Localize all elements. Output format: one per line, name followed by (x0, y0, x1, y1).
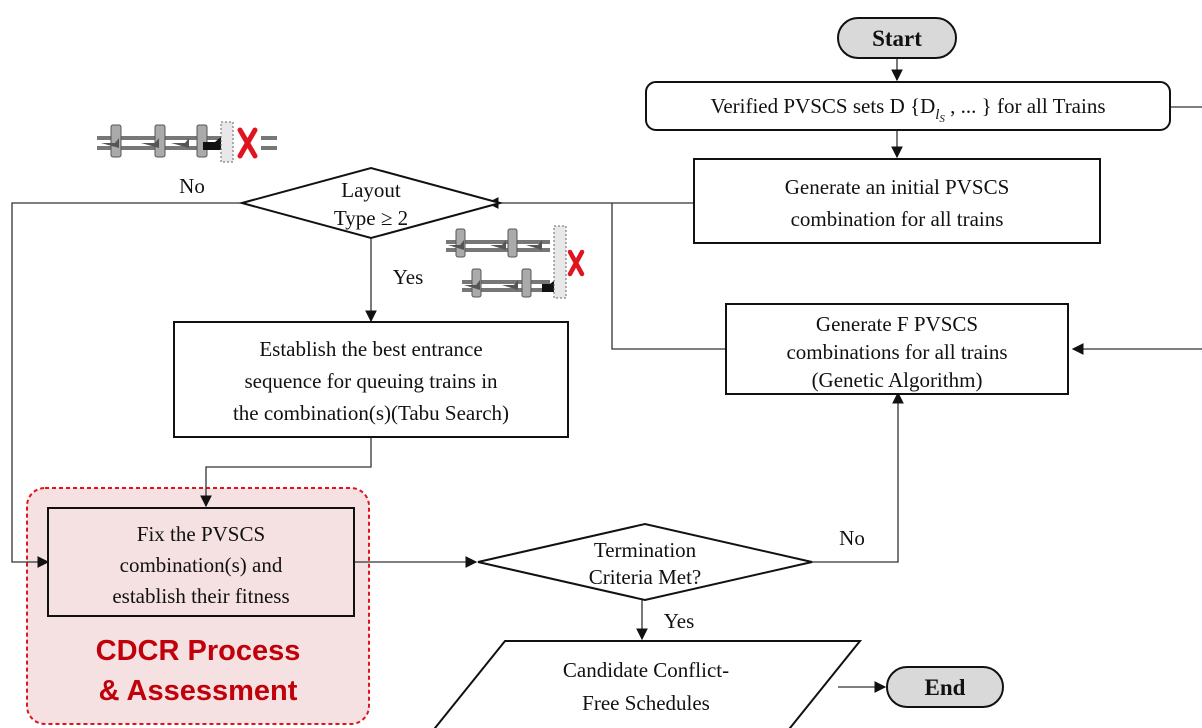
layout-type-line-1: Layout (341, 178, 401, 202)
connectors (11, 58, 1202, 693)
candidate-line-2: Free Schedules (582, 691, 710, 715)
generate-f-line-1: Generate F PVSCS (816, 312, 978, 336)
generate-initial-line-2: combination for all trains (791, 207, 1004, 231)
generate-initial-box: Generate an initial PVSCS combination fo… (693, 158, 1101, 244)
cross-icon (567, 249, 585, 277)
candidate-schedules-output: Candidate Conflict- Free Schedules (433, 640, 863, 728)
establish-line-1: Establish the best entrance (259, 337, 482, 361)
termination-line-2: Criteria Met? (589, 565, 702, 589)
double-track-layout-icon (446, 225, 585, 299)
cdcr-label-line-1: CDCR Process (96, 635, 301, 667)
edge-layout-no (11, 202, 242, 568)
verified-pvscs-label: Verified PVSCS sets D {DlS , ... } for a… (710, 94, 1105, 125)
layout-type-line-2: Type ≥ 2 (334, 206, 408, 230)
generate-f-box: Generate F PVSCS combinations for all tr… (725, 303, 1069, 395)
layout-type-decision: Layout Type ≥ 2 (238, 166, 504, 240)
layout-no-label: No (179, 174, 205, 198)
generate-f-line-2: combinations for all trains (786, 340, 1007, 364)
establish-line-3: the combination(s)(Tabu Search) (233, 401, 509, 425)
termination-no-label: No (839, 526, 865, 550)
end-terminal: End (886, 666, 1004, 708)
edge-establish-fix (200, 437, 372, 508)
termination-line-1: Termination (594, 538, 697, 562)
establish-sequence-box: Establish the best entrance sequence for… (173, 321, 569, 438)
establish-line-2: sequence for queuing trains in (244, 369, 498, 393)
end-label: End (925, 675, 966, 700)
generate-initial-line-1: Generate an initial PVSCS (785, 175, 1010, 199)
edge-termination-no (812, 391, 904, 563)
termination-yes-label: Yes (664, 609, 695, 633)
termination-decision: Termination Criteria Met? (477, 522, 813, 602)
start-terminal: Start (837, 17, 957, 59)
candidate-line-1: Candidate Conflict- (563, 658, 729, 682)
fix-combination-box: Fix the PVSCS combination(s) and establi… (47, 507, 355, 617)
fix-line-2: combination(s) and (120, 553, 283, 577)
fix-line-3: establish their fitness (112, 584, 289, 608)
single-track-layout-icon (97, 121, 277, 163)
cross-icon (237, 127, 258, 159)
generate-f-line-3: (Genetic Algorithm) (812, 368, 983, 392)
start-label: Start (872, 26, 922, 51)
verified-pvscs-box: Verified PVSCS sets D {DlS , ... } for a… (645, 81, 1171, 131)
edge-generate-f-layout (611, 203, 726, 350)
cdcr-label-line-2: & Assessment (99, 675, 298, 707)
fix-line-1: Fix the PVSCS (137, 522, 265, 546)
layout-yes-label: Yes (393, 265, 424, 289)
